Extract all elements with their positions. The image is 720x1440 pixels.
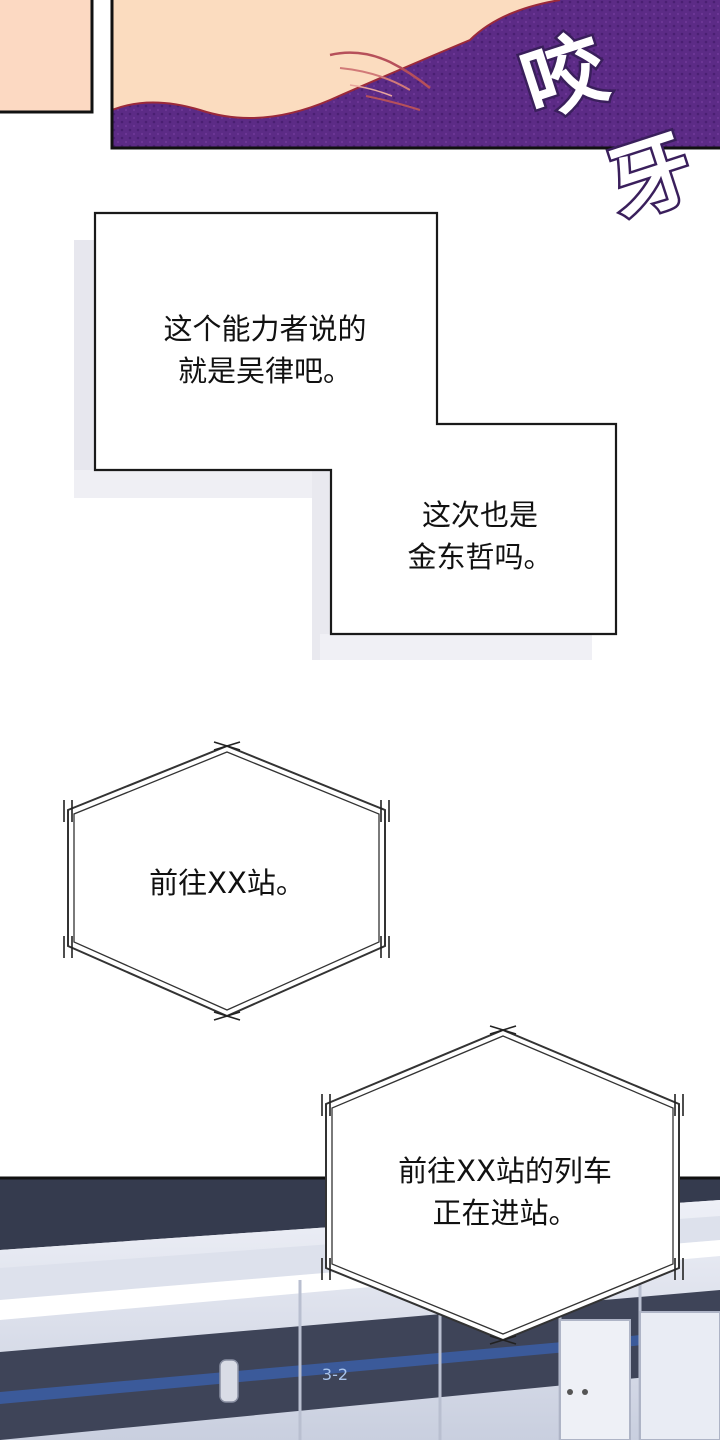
bubble-3-text: 前往XX站。 xyxy=(149,866,305,900)
bubble-4-text: 前往XX站的列车 正在进站。 xyxy=(398,1154,612,1230)
hexagon-bubble-2 xyxy=(321,1025,684,1345)
bubble-2-text: 这次也是 金东哲吗。 xyxy=(407,498,553,574)
bubble-1-text: 这个能力者说的 就是吴律吧。 xyxy=(163,312,367,388)
top-panel-face xyxy=(110,0,720,150)
bubble-outline-stepped xyxy=(93,211,618,636)
speech-bubble-cluster xyxy=(74,211,618,660)
platform-sign-text: 3-2 xyxy=(322,1365,348,1384)
hexagon-bubble-1 xyxy=(63,741,390,1021)
top-panel-left-sliver xyxy=(0,0,94,114)
